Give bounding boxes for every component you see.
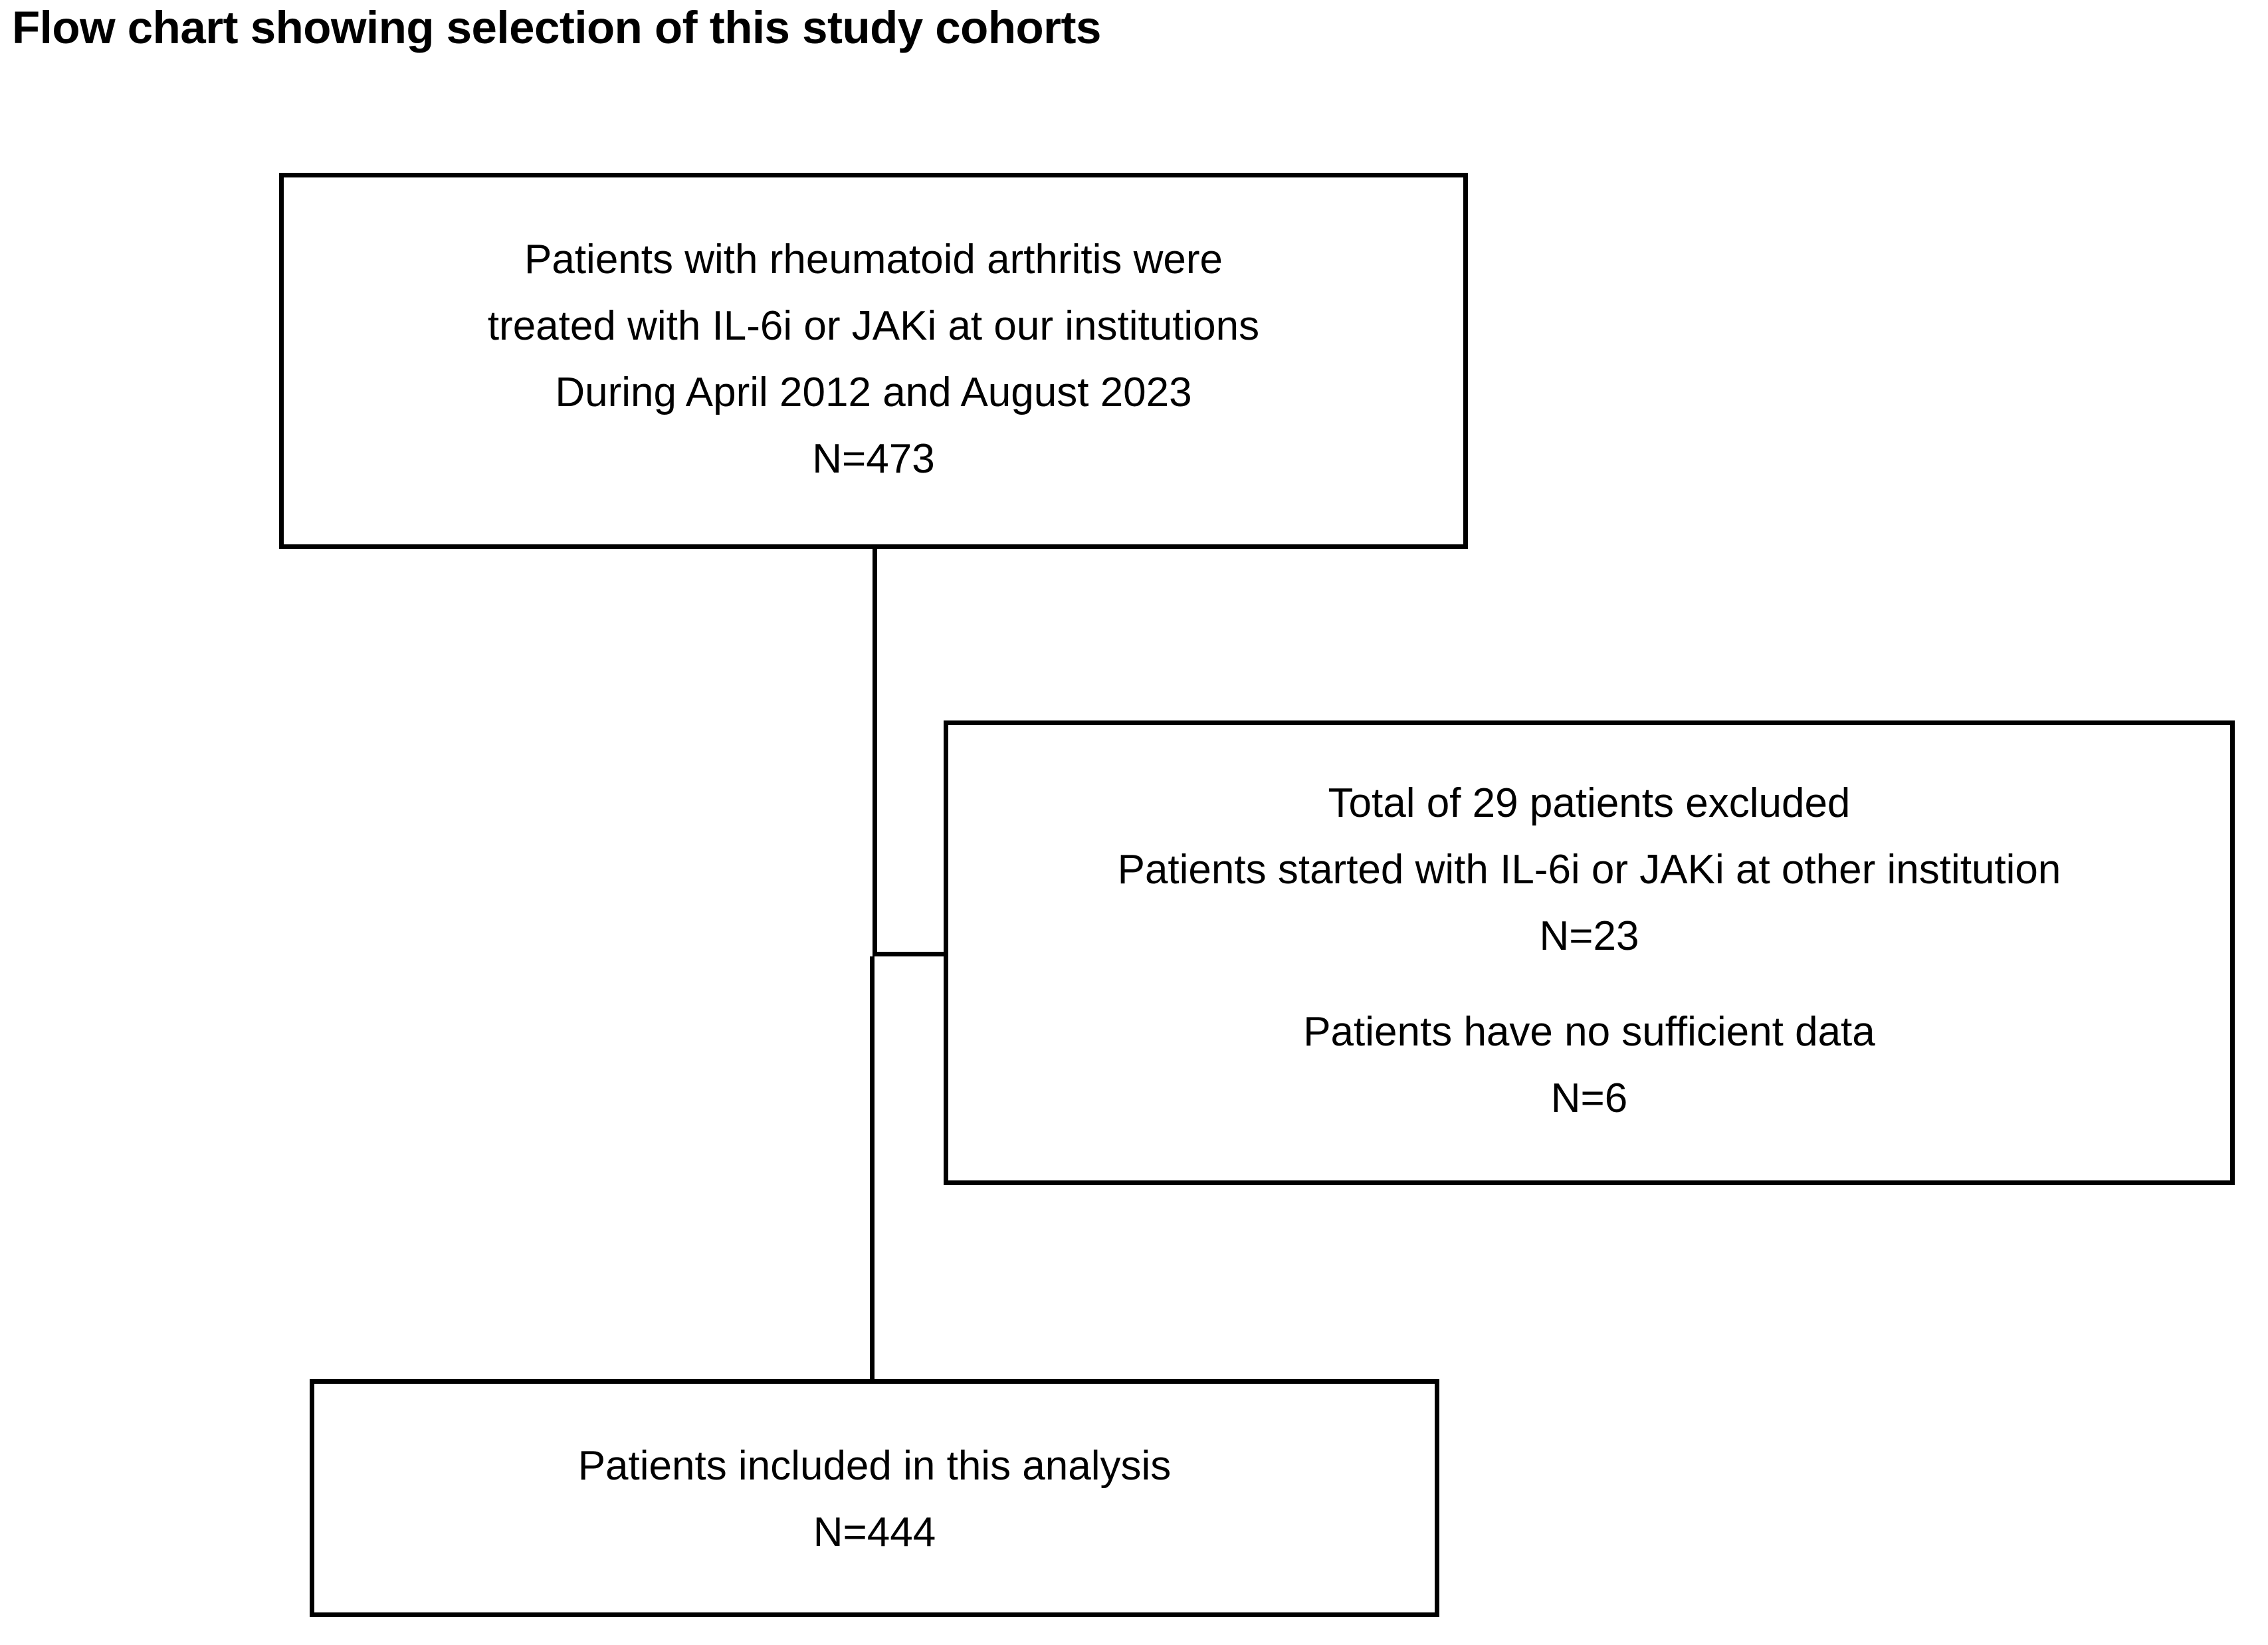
flow-line: During April 2012 and August 2023 — [555, 370, 1192, 415]
connector-enrolled-to-branch — [873, 544, 877, 956]
flow-line: Patients included in this analysis — [577, 1443, 1172, 1489]
flow-node-included-cohort: Patients included in this analysis N=444 — [310, 1379, 1439, 1617]
flow-line-count: N=473 — [812, 436, 935, 482]
flow-line-count: N=444 — [813, 1509, 936, 1555]
flow-line: treated with IL-6i or JAKi at our instit… — [487, 303, 1260, 349]
flow-line: Patients started with IL-6i or JAKi at o… — [1117, 846, 2061, 893]
flow-node-included-text: Patients included in this analysis N=444 — [578, 1433, 1172, 1566]
flow-line: Total of 29 patients excluded — [1328, 780, 1851, 826]
flow-node-excluded-text: Total of 29 patients excluded Patients s… — [1118, 770, 2061, 1132]
flow-line-count: N=6 — [1550, 1075, 1628, 1121]
flow-node-enrolled-text: Patients with rheumatoid arthritis were … — [488, 227, 1259, 493]
connector-branch-to-excluded — [873, 952, 948, 956]
flow-line: Patients with rheumatoid arthritis were — [524, 237, 1223, 282]
page-title: Flow chart showing selection of this stu… — [12, 2, 1101, 53]
flow-line: Patients have no sufficient data — [1303, 1008, 1875, 1055]
flow-line-count: N=23 — [1539, 913, 1639, 959]
connector-branch-to-included — [870, 956, 875, 1384]
flow-node-enrolled-cohort: Patients with rheumatoid arthritis were … — [279, 173, 1468, 549]
flow-node-excluded-patients: Total of 29 patients excluded Patients s… — [944, 720, 2235, 1185]
